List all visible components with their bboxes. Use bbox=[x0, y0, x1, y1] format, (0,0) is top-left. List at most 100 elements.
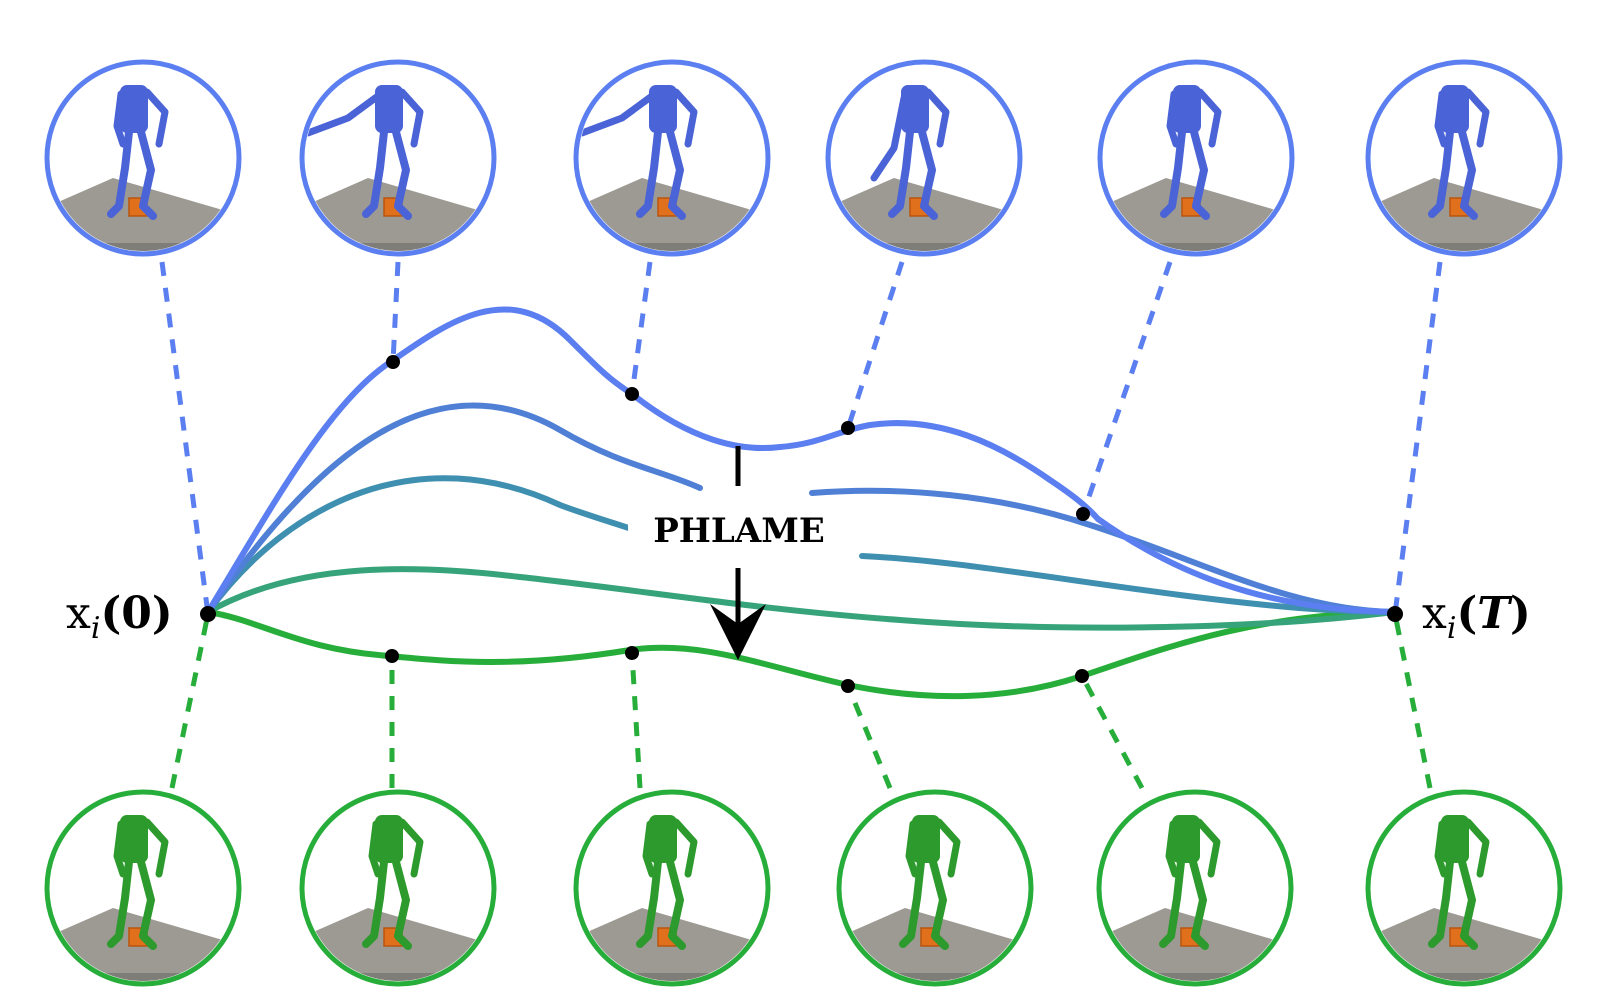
robot-leg bbox=[1458, 858, 1478, 950]
floor-edge bbox=[1371, 973, 1557, 981]
bottom-snapshot bbox=[1096, 789, 1294, 987]
robot-arm bbox=[672, 818, 698, 878]
top-snapshot bbox=[1365, 59, 1563, 257]
bottom-snapshot bbox=[836, 789, 1034, 987]
end-label-open: ( bbox=[1456, 588, 1477, 639]
snapshot-ring bbox=[299, 789, 497, 987]
blue-robot-figure bbox=[579, 85, 698, 220]
snapshot-ring bbox=[573, 59, 771, 257]
robot-arm bbox=[143, 88, 169, 148]
end-label-var: T bbox=[1477, 588, 1513, 639]
robot-leg bbox=[1160, 128, 1186, 218]
robot-leg bbox=[137, 858, 157, 950]
robot-leg bbox=[1428, 128, 1454, 218]
blue-robot-figure bbox=[1428, 85, 1490, 220]
robot-arm bbox=[905, 820, 919, 878]
top-connector bbox=[845, 261, 905, 429]
snapshot-ring bbox=[44, 789, 242, 987]
phlame-label-bg bbox=[628, 500, 850, 558]
robot-leg bbox=[362, 858, 388, 948]
snapshot-ring bbox=[825, 59, 1023, 257]
robot-arm bbox=[1434, 820, 1448, 878]
floor-edge bbox=[50, 243, 236, 251]
end-label-close: ) bbox=[1510, 588, 1531, 639]
snapshot-ring bbox=[44, 59, 242, 257]
snapshot-ring bbox=[1097, 59, 1295, 257]
robot-arm bbox=[1464, 88, 1490, 148]
robot-torso bbox=[901, 85, 929, 133]
robot-torso bbox=[375, 815, 403, 863]
end-label: xi(T) bbox=[1422, 588, 1531, 646]
robot-leg bbox=[1189, 858, 1209, 950]
robot-arm bbox=[642, 820, 656, 878]
robot-arm bbox=[1165, 820, 1179, 878]
robot-arm bbox=[113, 820, 127, 878]
end-point bbox=[1387, 606, 1403, 622]
floor-edge bbox=[1103, 243, 1289, 251]
robot-leg bbox=[1159, 858, 1185, 948]
blue-waypoint bbox=[386, 355, 400, 369]
robot-torso bbox=[1172, 815, 1200, 863]
blue-robot-figure bbox=[870, 85, 950, 220]
robot-leg bbox=[666, 858, 686, 950]
robot-arm bbox=[1464, 818, 1490, 878]
robot-torso bbox=[649, 85, 677, 133]
robot-arm bbox=[924, 88, 950, 148]
robot-leg bbox=[392, 858, 412, 950]
snapshot-ring bbox=[1365, 59, 1563, 257]
robot-leg bbox=[362, 128, 388, 218]
robot-arm bbox=[113, 90, 127, 148]
svg-text:xi(0): xi(0) bbox=[66, 588, 173, 646]
top-snapshot bbox=[44, 59, 242, 257]
bottom-connector bbox=[629, 652, 643, 789]
robot-torso bbox=[649, 815, 677, 863]
robot-arm bbox=[870, 94, 908, 182]
robot-arm bbox=[1434, 90, 1448, 148]
robot-arm bbox=[579, 92, 656, 137]
snapshot-ring bbox=[573, 789, 771, 987]
robot-arm bbox=[935, 818, 961, 878]
blue-robot-figure bbox=[107, 85, 169, 220]
floor-edge bbox=[579, 973, 765, 981]
snapshot-ring bbox=[1096, 789, 1294, 987]
bottom-connector bbox=[169, 613, 211, 789]
bottom-snapshot bbox=[299, 789, 497, 987]
green-robot-figure bbox=[1159, 815, 1221, 950]
robot-arm bbox=[672, 88, 698, 148]
green-robot-figure bbox=[636, 815, 698, 950]
top-snapshot bbox=[825, 59, 1023, 257]
phlame-label: PHLAME bbox=[653, 511, 825, 551]
robot-leg bbox=[392, 128, 412, 220]
svg-text:xi(T): xi(T) bbox=[1422, 588, 1531, 646]
robot-torso bbox=[120, 85, 148, 133]
robot-torso bbox=[1441, 85, 1469, 133]
mid-trajectory-1 bbox=[205, 402, 1397, 615]
top-snapshot bbox=[1097, 59, 1295, 257]
robot-leg bbox=[107, 858, 133, 948]
bottom-snapshot bbox=[1365, 789, 1563, 987]
robot-arm bbox=[1196, 88, 1222, 148]
robot-leg bbox=[929, 858, 949, 950]
robot-arm bbox=[1195, 818, 1221, 878]
top-connector bbox=[629, 261, 653, 395]
floor-edge bbox=[579, 243, 765, 251]
snapshot-ring bbox=[836, 789, 1034, 987]
top-connector bbox=[159, 261, 211, 615]
top-connector bbox=[390, 261, 401, 363]
robot-torso bbox=[912, 815, 940, 863]
robot-leg bbox=[1190, 128, 1210, 220]
robot-arm bbox=[305, 92, 382, 137]
waypoints bbox=[200, 355, 1403, 693]
green-robot-figure bbox=[899, 815, 961, 950]
blue-robot-figure bbox=[305, 85, 424, 220]
blue-waypoint bbox=[625, 387, 639, 401]
robot-arm bbox=[368, 820, 382, 878]
top-snapshot bbox=[573, 59, 771, 257]
arrow-head bbox=[710, 604, 766, 660]
end-label-base: x bbox=[1422, 588, 1447, 639]
blue-waypoint bbox=[1076, 507, 1090, 521]
blue-waypoint bbox=[841, 421, 855, 435]
snapshots bbox=[44, 59, 1563, 987]
green-robot-figure bbox=[107, 815, 169, 950]
